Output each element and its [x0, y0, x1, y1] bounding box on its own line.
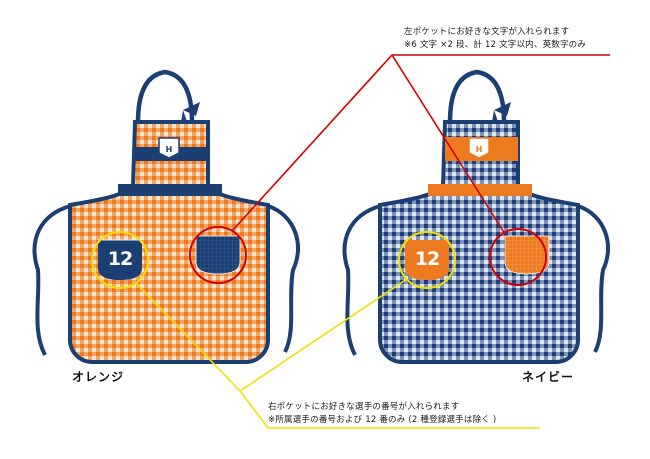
color-label-navy: ネイビー	[522, 370, 575, 384]
callout-right-pocket	[91, 231, 540, 429]
svg-text:H: H	[476, 145, 483, 154]
left-pocket-note-line1: 左ポケットにお好きな文字が入れられます	[404, 27, 570, 37]
apron-orange: H	[32, 69, 300, 364]
right-pocket-note: 右ポケットにお好きな選手の番号が入れられます ※所属選手の番号および 12 番の…	[268, 401, 496, 427]
svg-text:H: H	[166, 145, 173, 154]
color-label-orange: オレンジ	[72, 370, 125, 384]
club-emblem-icon: H	[468, 137, 490, 159]
callout-left-pocket	[189, 54, 610, 286]
right-pocket-note-line2: ※所属選手の番号および 12 番のみ (2 種登録選手は除く )	[268, 415, 497, 425]
pocket-number-navy: 12	[414, 248, 440, 270]
left-pocket-note: 左ポケットにお好きな文字が入れられます ※6 文字 ×2 段、計 12 文字以内…	[404, 26, 586, 52]
left-pocket-note-line2: ※6 文字 ×2 段、計 12 文字以内、英数字のみ	[404, 40, 587, 50]
pocket-number-orange: 12	[107, 248, 133, 270]
right-pocket-note-line1: 右ポケットにお好きな選手の番号が入れられます	[268, 402, 460, 412]
apron-navy: H	[342, 69, 610, 364]
club-emblem-icon: H	[158, 137, 180, 159]
